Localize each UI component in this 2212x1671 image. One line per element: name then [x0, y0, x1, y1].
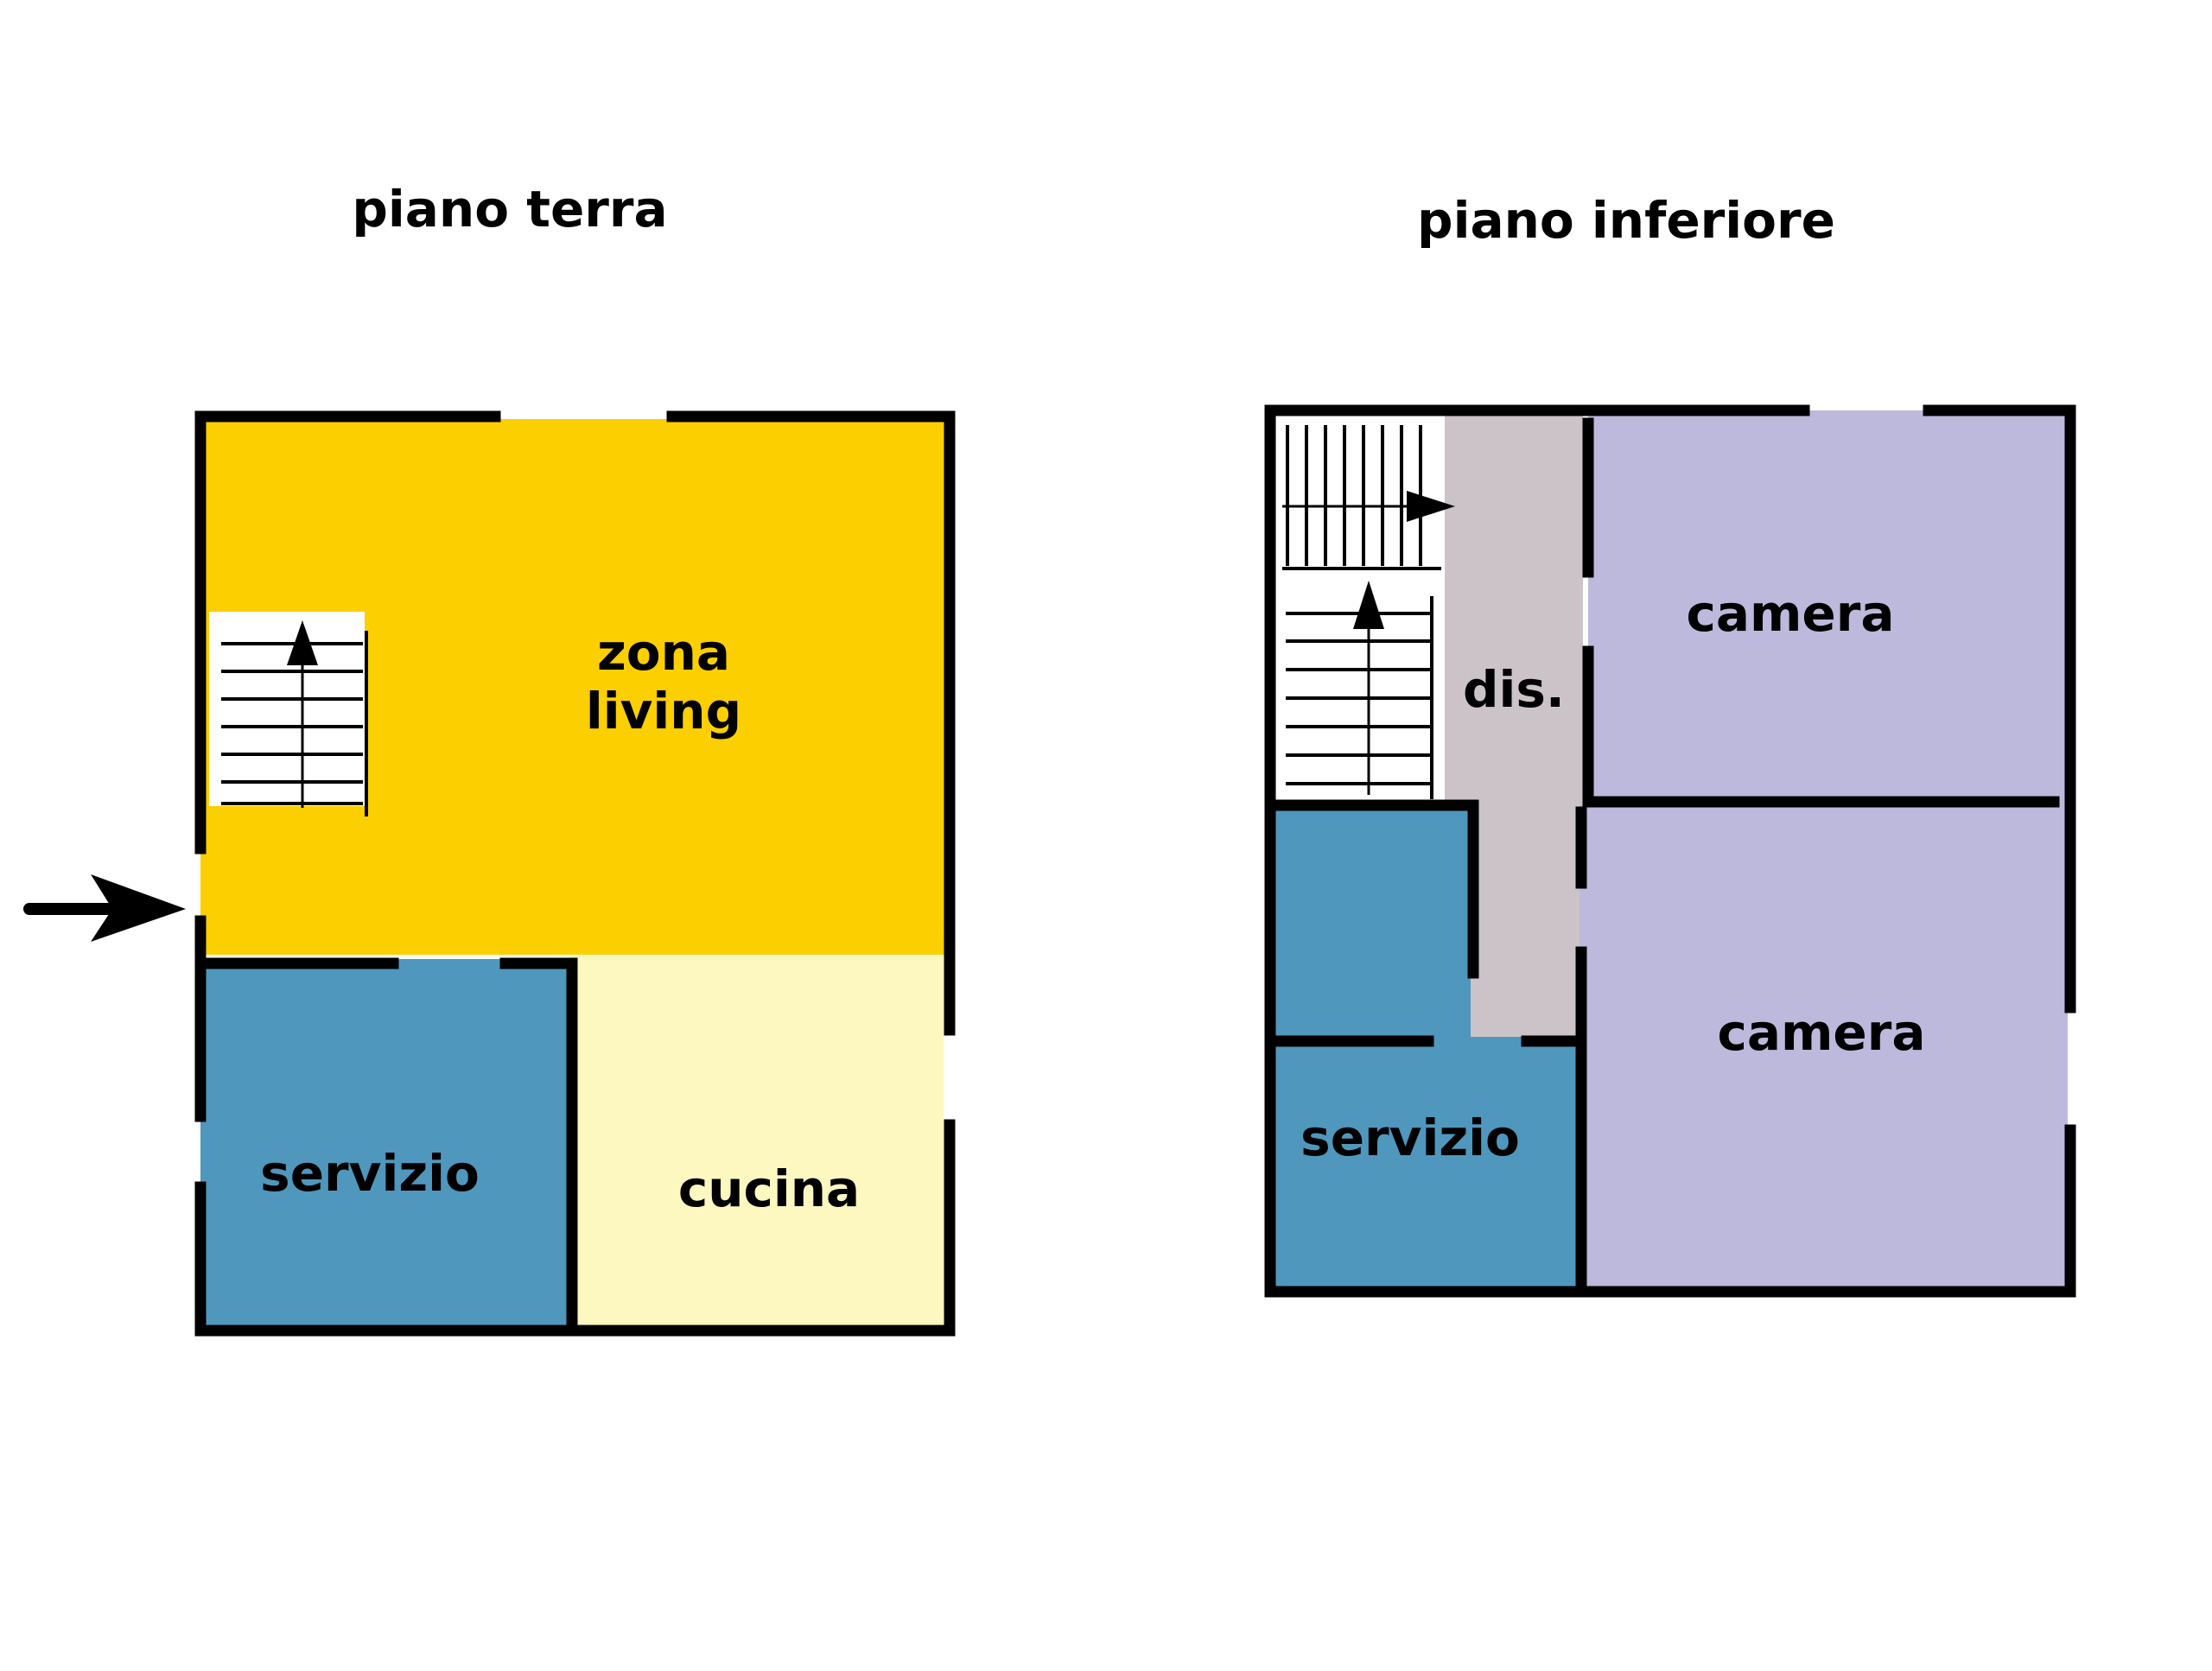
ground-floor-title: piano terra — [352, 180, 667, 238]
lower-walls — [1264, 404, 2076, 1298]
lower-floor-title: piano inferiore — [1417, 191, 1835, 250]
entrance-arrow-icon — [23, 874, 186, 942]
bedroom-bottom — [1580, 804, 2068, 1292]
ground-floor-plan: piano terra — [23, 180, 956, 1337]
living-label-line2: living — [586, 682, 741, 740]
lower-stairs — [1277, 413, 1455, 804]
bedroom-top — [1588, 410, 2068, 804]
ground-service-room — [200, 959, 570, 1331]
kitchen-room — [570, 956, 944, 1327]
ground-stairs — [209, 612, 368, 816]
lower-service-label: servizio — [1300, 1109, 1520, 1167]
bedroom-top-label: camera — [1686, 584, 1894, 643]
ground-walls — [194, 410, 956, 1337]
living-label-line1: zona — [597, 623, 730, 682]
kitchen-label: cucina — [678, 1160, 860, 1218]
lower-service-upper — [1270, 805, 1471, 1037]
bedroom-bottom-label: camera — [1717, 1003, 1925, 1062]
lower-service-lower — [1270, 1037, 1580, 1292]
ground-service-label: servizio — [260, 1144, 480, 1203]
corridor-label: dis. — [1463, 660, 1565, 719]
lower-floor-plan: piano inferiore — [1264, 191, 2076, 1298]
